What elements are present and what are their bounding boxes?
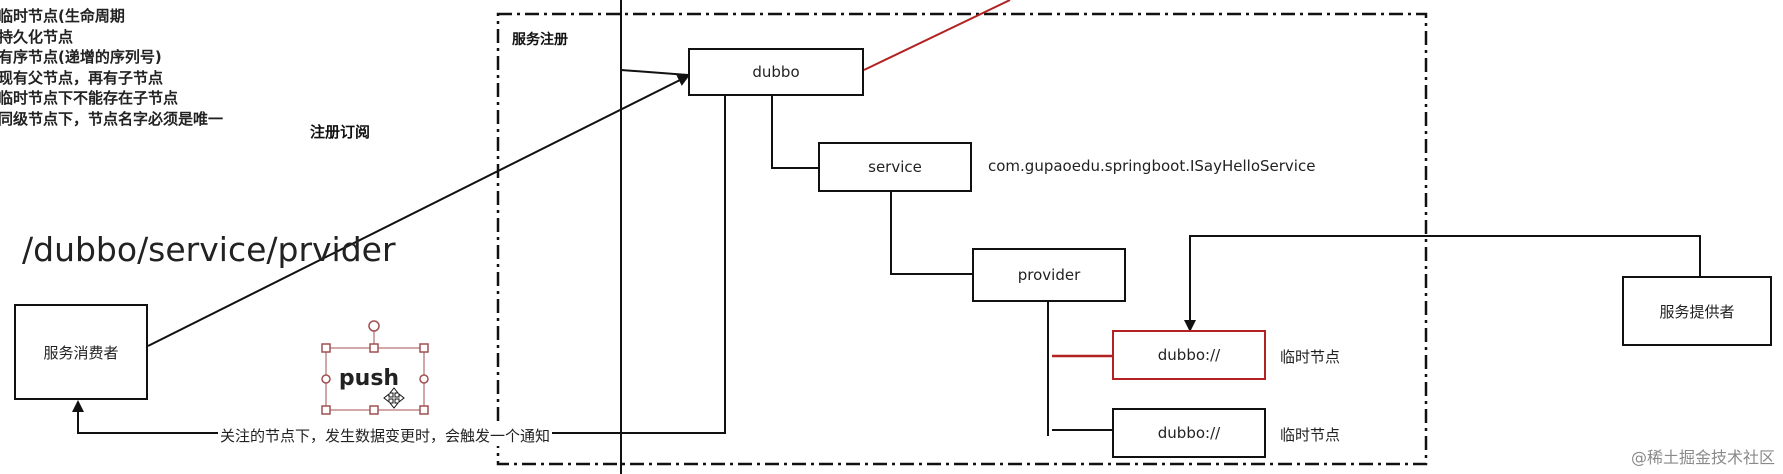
ephemeral-tag-1: 临时节点 [1280,348,1341,366]
note-line: 现有父节点，再有子节点 [0,68,164,87]
register-subscribe-label: 注册订阅 [310,123,371,141]
provider-to-url-arrow [1184,235,1701,332]
note-line: 临时节点(生命周期 [0,7,125,25]
resize-handle[interactable] [369,405,379,415]
node-provider[interactable]: provider [972,248,1126,302]
node-url-2[interactable]: dubbo:// [1112,408,1266,458]
push-label[interactable]: push [338,366,400,391]
red-link-line [863,0,1011,71]
tree-dubbo-service [771,95,818,169]
divider-branch-line [620,69,689,76]
service-register-label: 服务注册 [512,32,568,48]
note-line: 临时节点下不能存在子节点 [0,89,179,107]
resize-handle[interactable] [321,374,331,384]
rotate-handle[interactable] [368,320,380,332]
ephemeral-tag-2: 临时节点 [1280,426,1341,444]
provider-box[interactable]: 服务提供者 [1622,276,1772,346]
consumer-box[interactable]: 服务消费者 [14,304,148,400]
node-service[interactable]: service [818,142,972,192]
resize-handle[interactable] [321,405,331,415]
tree-service-provider [890,192,972,275]
note-line: 同级节点下，节点名字必须是唯一 [0,109,224,128]
note-line: 有序节点(递增的序列号) [0,48,162,66]
watermark: @稀土掘金技术社区 [1630,448,1775,467]
move-cursor-icon [383,387,405,409]
consumer-to-dubbo-arrow [147,75,690,347]
service-interface-label: com.gupaoedu.springboot.ISayHelloService [988,157,1316,175]
notify-label: 关注的节点下，发生数据变更时，会触发一个通知 [218,425,553,446]
node-dubbo[interactable]: dubbo [688,48,864,96]
push-selection[interactable] [321,320,429,415]
resize-handle[interactable] [419,343,429,353]
path-label: /dubbo/service/prvider [22,230,396,269]
node-url-1[interactable]: dubbo:// [1112,330,1266,380]
resize-handle[interactable] [321,343,331,353]
resize-handle[interactable] [419,374,429,384]
note-line: 持久化节点 [0,27,74,46]
resize-handle[interactable] [369,343,379,353]
service-register-frame [496,12,1428,466]
resize-handle[interactable] [419,405,429,415]
notes-list: 临时节点(生命周期 持久化节点 有序节点(递增的序列号) 现有父节点，再有子节点… [0,6,223,129]
